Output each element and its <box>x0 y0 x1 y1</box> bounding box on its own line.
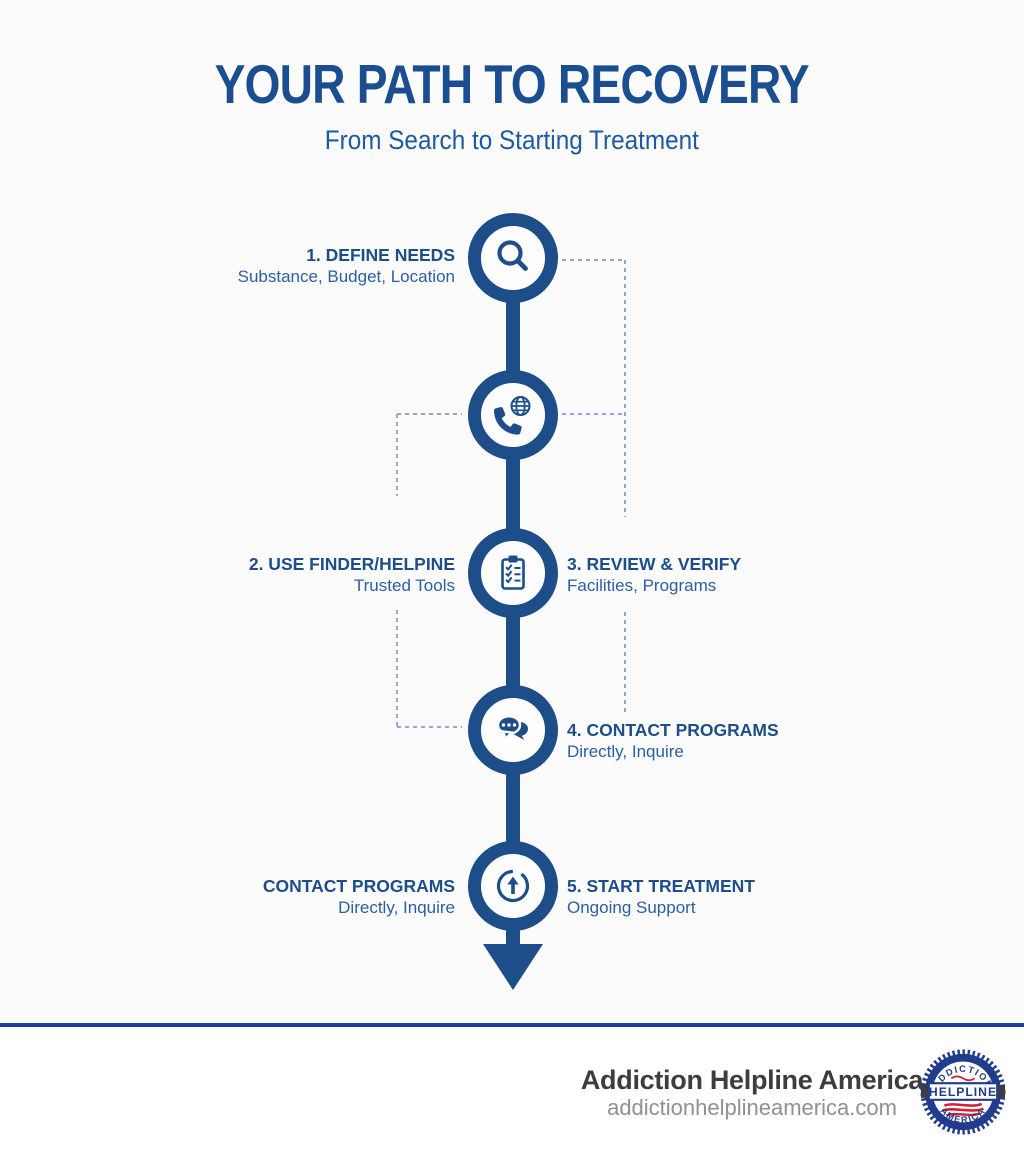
timeline-node-3 <box>468 528 558 618</box>
badge-stripe-2 <box>942 1107 985 1112</box>
step2-label-block: 2. USE FINDER/HELPINE Trusted Tools <box>249 553 455 597</box>
brand-name: Addiction Helpline America <box>580 1065 924 1095</box>
search-icon <box>497 240 528 271</box>
step3-label: 3. REVIEW & VERIFY <box>567 554 742 574</box>
timeline-node-1 <box>468 213 558 303</box>
step1-label: 1. DEFINE NEEDS <box>306 245 455 265</box>
step4-label-block: 4. CONTACT PROGRAMS Directly, Inquire <box>567 719 779 763</box>
step2-label: 2. USE FINDER/HELPINE <box>248 554 455 574</box>
step5-left-label-block: CONTACT PROGRAMS Directly, Inquire <box>263 875 455 919</box>
step5-label-block: 5. START TREATMENT Ongoing Support <box>567 875 755 919</box>
step1-sublabel: Substance, Budget, Location <box>237 267 455 286</box>
badge-text-helpline: HELPLINE <box>929 1085 997 1099</box>
page-subtitle: From Search to Starting Treatment <box>324 125 700 155</box>
website-url: addictionhelplineamerica.com <box>607 1095 897 1120</box>
page-title: YOUR PATH TO RECOVERY <box>214 53 810 115</box>
step4-label: 4. CONTACT PROGRAMS <box>567 720 779 740</box>
checklist-clipboard-icon <box>501 555 525 590</box>
footer: Addiction Helpline America addictionhelp… <box>0 1027 1024 1154</box>
step1-label-block: 1. DEFINE NEEDS Substance, Budget, Locat… <box>238 244 455 288</box>
header: YOUR PATH TO RECOVERY From Search to Sta… <box>0 52 1024 156</box>
footer-divider <box>0 1023 1024 1027</box>
footer-text-block: Addiction Helpline America addictionhelp… <box>552 1065 952 1121</box>
step2-sublabel: Trusted Tools <box>353 576 455 595</box>
badge-stripe-3 <box>945 1112 981 1117</box>
badge-top-flourish <box>950 1075 976 1082</box>
timeline-arrowhead <box>483 944 543 990</box>
timeline-node-2 <box>468 370 558 460</box>
chat-bubbles-icon <box>496 715 528 742</box>
step4-sublabel: Directly, Inquire <box>567 742 684 761</box>
step3-sublabel: Facilities, Programs <box>567 576 717 595</box>
step5-left-label: CONTACT PROGRAMS <box>262 876 455 896</box>
timeline-node-5 <box>468 841 558 931</box>
badge-ribbon-right <box>995 1085 1006 1098</box>
timeline-node-4 <box>468 685 558 775</box>
phone-globe-icon <box>494 396 531 435</box>
step3-label-block: 3. REVIEW & VERIFY Facilities, Programs <box>567 553 741 597</box>
badge-ribbon-left <box>920 1085 931 1098</box>
badge-stripe-1 <box>943 1102 983 1107</box>
start-arrow-icon <box>496 869 530 903</box>
badge-banner <box>927 1082 999 1101</box>
step5-label: 5. START TREATMENT <box>567 876 755 896</box>
step5-left-sublabel: Directly, Inquire <box>338 898 455 917</box>
brand-seal-logo: ADDICTION HELPLINE AMERICA <box>920 1049 1006 1135</box>
step5-sublabel: Ongoing Support <box>567 898 696 917</box>
